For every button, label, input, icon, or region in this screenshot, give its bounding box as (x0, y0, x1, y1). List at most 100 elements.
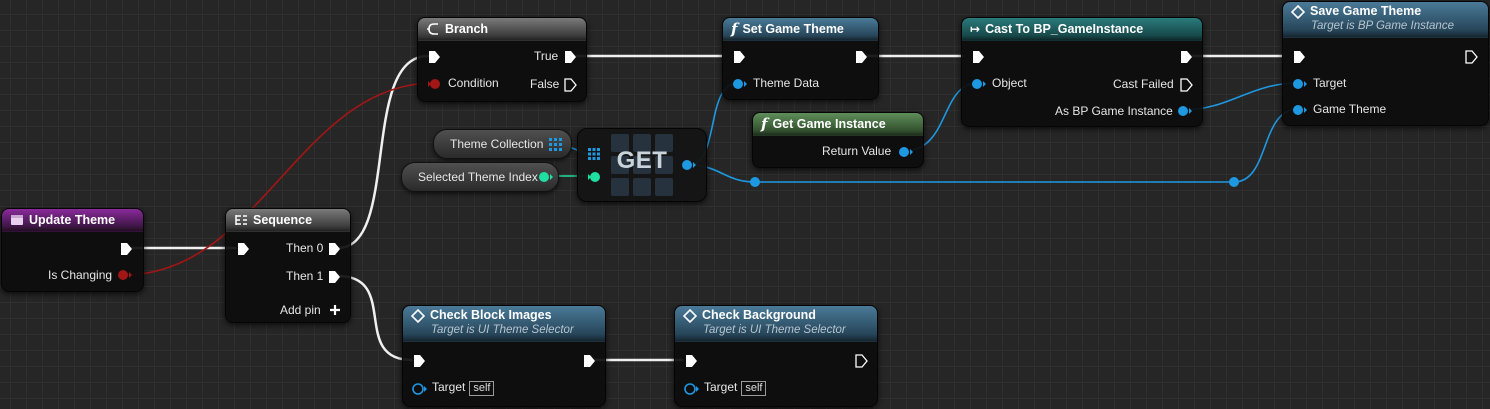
set-game-theme-node[interactable]: f Set Game Theme Theme Data (722, 17, 879, 100)
array-get-node[interactable]: GET (577, 128, 707, 202)
selected-theme-index-variable[interactable]: Selected Theme Index (401, 162, 559, 192)
bool-out-pin[interactable] (117, 269, 133, 281)
add-pin-button[interactable]: Add pin (280, 303, 321, 317)
object-in-pin[interactable] (971, 78, 987, 90)
exec-in-pin[interactable] (236, 242, 250, 256)
node-header[interactable]: ↦ Cast To BP_GameInstance (962, 18, 1202, 41)
exec-wire (336, 54, 430, 250)
get-label: GET (616, 147, 668, 174)
save-game-theme-node[interactable]: Save Game Theme Target is BP Game Instan… (1282, 1, 1489, 126)
pin-label: True (534, 49, 559, 63)
node-header[interactable]: f Get Game Instance (753, 113, 923, 136)
sequence-icon (235, 215, 247, 225)
object-out-pin[interactable] (898, 146, 914, 158)
int-out-pin[interactable] (538, 171, 554, 183)
exec-out-pin[interactable] (854, 50, 868, 64)
target-label: Target (704, 380, 738, 394)
function-icon: f (731, 20, 738, 38)
cast-to-bp-gameinstance-node[interactable]: ↦ Cast To BP_GameInstance Object Cast Fa… (961, 17, 1203, 127)
node-title: Branch (445, 22, 489, 36)
update-theme-node[interactable]: Update Theme Is Changing (1, 208, 144, 292)
pin-label: Target (1313, 76, 1347, 90)
variable-label: Selected Theme Index (418, 170, 538, 184)
message-icon (411, 308, 425, 323)
event-icon (11, 215, 23, 225)
exec-out-pin[interactable] (327, 242, 341, 256)
exec-out-pin[interactable] (119, 242, 133, 256)
exec-in-pin[interactable] (732, 50, 746, 64)
node-title: Check Background (702, 308, 816, 322)
node-title: Get Game Instance (772, 117, 886, 131)
array-in-pin[interactable] (588, 148, 600, 160)
node-title: Update Theme (29, 213, 116, 227)
exec-in-pin[interactable] (684, 354, 698, 368)
node-subtitle: Target is UI Theme Selector (703, 324, 846, 336)
object-out-pin[interactable] (681, 159, 697, 171)
node-title: Check Block Images (430, 308, 552, 322)
exec-out-pin[interactable] (1179, 50, 1193, 64)
exec-out-pin[interactable] (582, 354, 596, 368)
pin-label: As BP Game Instance (1055, 104, 1173, 118)
message-icon (683, 308, 697, 323)
object-in-pin[interactable] (732, 78, 748, 90)
node-title: Save Game Theme (1310, 4, 1422, 18)
check-block-images-node[interactable]: Check Block Images Target is UI Theme Se… (402, 305, 606, 407)
plus-icon[interactable] (329, 304, 341, 316)
pin-label: Then 1 (286, 269, 324, 283)
self-input[interactable]: self (469, 381, 495, 396)
exec-in-pin[interactable] (412, 354, 426, 368)
node-title: Cast To BP_GameInstance (985, 22, 1144, 36)
sequence-node[interactable]: Sequence Then 0 Then 1 Add pin (225, 208, 351, 323)
exec-out-pin[interactable] (327, 270, 341, 284)
target-label: Target (432, 380, 466, 394)
node-header[interactable]: Save Game Theme Target is BP Game Instan… (1283, 2, 1488, 38)
bool-in-pin[interactable] (427, 78, 443, 90)
function-icon: f (761, 115, 768, 133)
message-icon (1291, 4, 1305, 19)
pin-label: Return Value (822, 144, 892, 158)
pin-label: Is Changing (48, 268, 113, 282)
node-header[interactable]: Branch (418, 18, 586, 41)
exec-in-pin[interactable] (1292, 50, 1306, 64)
exec-out-pin[interactable] (1464, 50, 1478, 64)
object-in-pin[interactable] (1292, 104, 1308, 116)
node-header[interactable]: Check Block Images Target is UI Theme Se… (403, 306, 605, 342)
object-in-pin[interactable] (684, 383, 700, 395)
exec-in-pin[interactable] (427, 50, 441, 64)
reroute-node (750, 177, 760, 187)
branch-node[interactable]: Branch True Condition False (417, 17, 587, 102)
node-title: Set Game Theme (742, 22, 844, 36)
int-in-pin[interactable] (587, 171, 603, 183)
node-header[interactable]: Sequence (226, 209, 350, 232)
exec-out-pin[interactable] (563, 50, 577, 64)
array-out-pin[interactable] (549, 138, 562, 151)
check-background-node[interactable]: Check Background Target is UI Theme Sele… (674, 305, 878, 407)
reroute-node (1229, 177, 1239, 187)
pin-label: Object (992, 76, 1027, 90)
self-input[interactable]: self (741, 381, 767, 396)
node-subtitle: Target is UI Theme Selector (431, 324, 574, 336)
exec-out-pin[interactable] (854, 354, 868, 368)
node-header[interactable]: Update Theme (2, 209, 143, 232)
object-in-pin[interactable] (1292, 78, 1308, 90)
branch-icon (427, 23, 438, 35)
array-grid-icon (611, 134, 673, 196)
get-game-instance-node[interactable]: f Get Game Instance Return Value (752, 112, 924, 168)
pin-label: Then 0 (286, 241, 324, 255)
pin-label: Cast Failed (1113, 77, 1174, 91)
exec-out-pin[interactable] (1179, 78, 1193, 92)
object-in-pin[interactable] (412, 383, 428, 395)
variable-label: Theme Collection (450, 137, 544, 151)
cast-icon: ↦ (970, 22, 981, 36)
node-header[interactable]: Check Background Target is UI Theme Sele… (675, 306, 877, 342)
pin-label: Game Theme (1313, 102, 1387, 116)
exec-in-pin[interactable] (971, 50, 985, 64)
pin-label: Theme Data (753, 76, 820, 90)
node-header[interactable]: f Set Game Theme (723, 18, 878, 41)
theme-collection-variable[interactable]: Theme Collection (433, 129, 572, 159)
pin-label: Condition (448, 76, 499, 90)
object-out-pin[interactable] (1177, 105, 1193, 117)
exec-out-pin[interactable] (563, 78, 577, 92)
